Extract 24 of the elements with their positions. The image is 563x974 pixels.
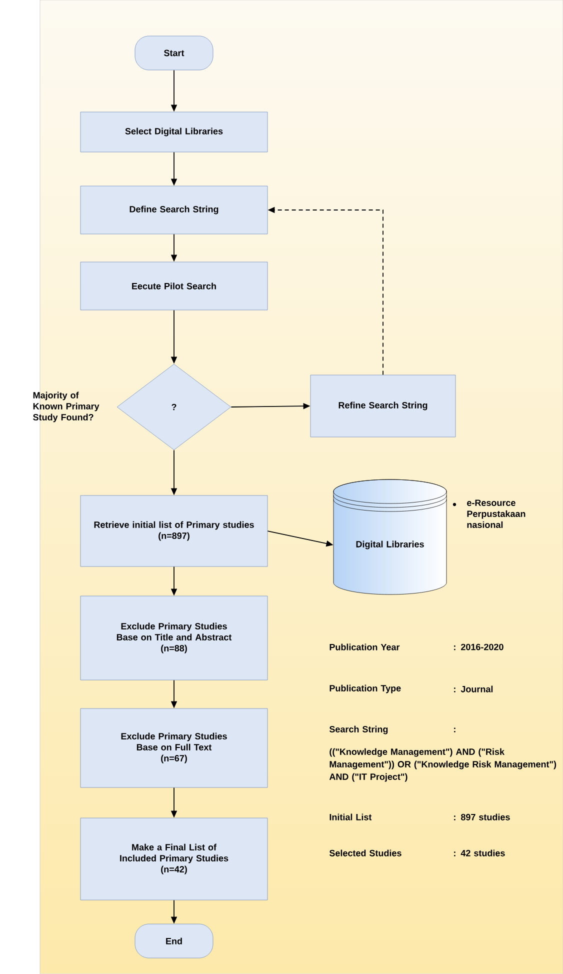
info-text: : 2016-2020 [454, 644, 504, 650]
process-box: Eecute Pilot Search [80, 262, 268, 310]
info-text: Publication Type [330, 684, 401, 694]
terminator: End [134, 924, 214, 958]
info-text: Selected Studies [329, 850, 402, 856]
terminator: Start [134, 36, 214, 70]
info-text: : [454, 728, 456, 732]
process-box: Retrieve initial list of Primary studies (n=897) [80, 495, 268, 567]
process-box: Select Digital Libraries [80, 112, 268, 152]
info-text: (("Knowledge Management") AND ("Risk Management")) OR ("Knowledge Risk Management") AND ("IT Project") [329, 748, 556, 782]
info-text: Search String [329, 726, 388, 734]
database-cylinder: Digital Libraries [333, 479, 447, 595]
process-box: Refine Search String [310, 374, 456, 438]
info-text: Initial List [330, 814, 372, 820]
info-text: : 897 studies [454, 814, 510, 820]
process-box: Make a Final List of Included Primary Studies (n=42) [80, 818, 268, 900]
process-box: Exclude Primary Studies Base on Full Text (n=67) [80, 708, 268, 788]
info-text: : Journal [454, 686, 493, 692]
process-box: Exclude Primary Studies Base on Title and Abstract (n=88) [80, 596, 268, 680]
question-label: Majority of Known Primary Study Found? [33, 392, 100, 422]
info-text: Publication Year [330, 644, 400, 650]
process-box: Define Search String [80, 186, 268, 234]
bullet-item: e-Resource Perpustakaan nasional [452, 500, 526, 528]
info-text: : 42 studies [454, 850, 505, 856]
